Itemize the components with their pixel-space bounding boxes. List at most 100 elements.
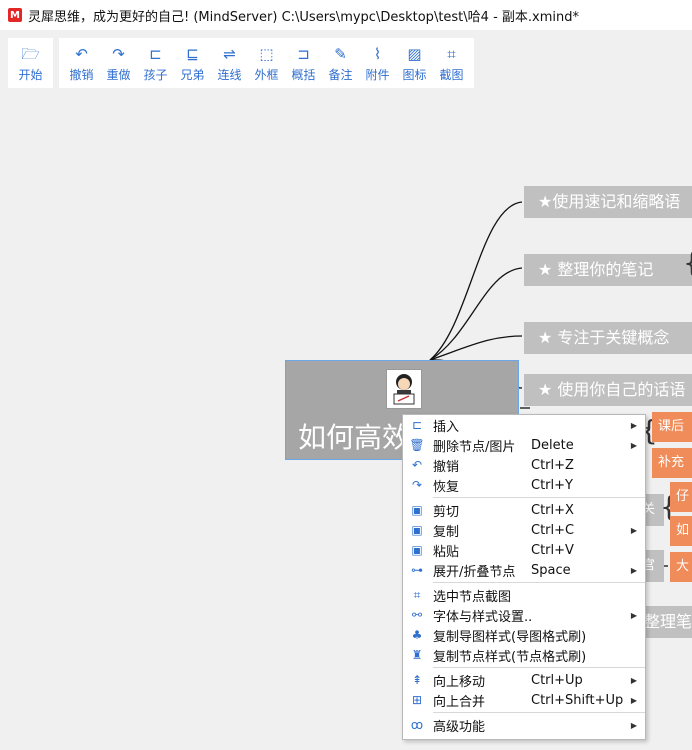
screenshot-button[interactable]: ⌗截图 bbox=[439, 44, 464, 82]
menu-item-paste[interactable]: ▣ 粘贴 Ctrl+V bbox=[403, 540, 645, 560]
menu-item-move-up[interactable]: ⇞ 向上移动 Ctrl+Up ▶ bbox=[403, 670, 645, 690]
menu-item-shortcut: Ctrl+X bbox=[531, 502, 574, 518]
menu-item-shortcut: Ctrl+V bbox=[531, 542, 574, 558]
submenu-arrow-icon: ▶ bbox=[630, 565, 637, 575]
menu-item-label: 撤销 bbox=[433, 459, 460, 475]
brace-connector: { bbox=[683, 246, 692, 279]
boundary-button[interactable]: ⬚外框 bbox=[254, 44, 279, 82]
submenu-arrow-icon: ▶ bbox=[630, 675, 637, 685]
title-bar: M 灵犀思维，成为更好的自己! (MindServer) C:\Users\my… bbox=[0, 0, 692, 30]
topic-node[interactable]: ★使用速记和缩略语 bbox=[524, 186, 692, 218]
connector-line bbox=[429, 335, 523, 361]
menu-item-screenshot[interactable]: ⌗ 选中节点截图 bbox=[403, 585, 645, 605]
menu-item-label: 粘贴 bbox=[433, 544, 460, 560]
menu-item-label: 插入 bbox=[433, 419, 460, 435]
map-format-brush-icon: ♣ bbox=[411, 628, 423, 642]
image-button[interactable]: ▨图标 bbox=[402, 44, 427, 82]
summary-button[interactable]: ⊐概括 bbox=[291, 44, 316, 82]
attachment-button[interactable]: ⌇附件 bbox=[365, 44, 390, 82]
submenu-arrow-icon: ▶ bbox=[630, 420, 637, 430]
menu-item-label: 高级功能 bbox=[433, 719, 486, 735]
advanced-icon: ꝏ bbox=[410, 718, 424, 732]
submenu-arrow-icon: ▶ bbox=[630, 720, 637, 730]
menu-separator bbox=[433, 582, 645, 583]
menu-item-shortcut: Ctrl+Z bbox=[531, 457, 574, 473]
menu-item-shortcut: Space bbox=[531, 562, 571, 578]
insert-icon: ⊏ bbox=[411, 418, 423, 432]
topic-node[interactable]: ★ 使用你自己的话语 bbox=[524, 374, 692, 406]
topic-node[interactable]: 整理笔 bbox=[640, 606, 692, 638]
submenu-arrow-icon: ▶ bbox=[630, 440, 637, 450]
folder-icon: 🗁 bbox=[21, 44, 40, 63]
child-node-icon: ⊏ bbox=[149, 44, 162, 63]
menu-item-label: 剪切 bbox=[433, 504, 460, 520]
link-button[interactable]: ⇌连线 bbox=[217, 44, 242, 82]
style-icon: ⚯ bbox=[411, 608, 423, 622]
menu-item-label: 恢复 bbox=[433, 479, 460, 495]
topic-node[interactable]: ★ 整理你的笔记 bbox=[524, 254, 692, 286]
subtopic-node[interactable]: 课后 bbox=[652, 412, 692, 442]
screenshot-icon: ⌗ bbox=[413, 587, 421, 602]
subtopic-node[interactable]: 如 bbox=[670, 516, 692, 546]
toolbar-group-edit: ↶撤销 ↷重做 ⊏孩子 ⊑兄弟 ⇌连线 ⬚外框 ⊐概括 ✎备注 ⌇附件 ▨图标 ⌗截图 bbox=[59, 38, 474, 88]
menu-item-label: 复制导图样式(导图格式刷) bbox=[433, 629, 587, 645]
attachment-icon: ⌇ bbox=[373, 44, 382, 63]
node-format-brush-icon: ♜ bbox=[411, 648, 423, 662]
sibling-node-button[interactable]: ⊑兄弟 bbox=[180, 44, 205, 82]
start-button[interactable]: 🗁 开始 bbox=[18, 44, 43, 82]
link-icon: ⇌ bbox=[223, 44, 236, 63]
submenu-arrow-icon: ▶ bbox=[630, 610, 637, 620]
subtopic-node[interactable]: 大 bbox=[670, 552, 692, 582]
window-title: 灵犀思维，成为更好的自己! (MindServer) C:\Users\mypc… bbox=[28, 9, 579, 25]
toolbar: 🗁 开始 ↶撤销 ↷重做 ⊏孩子 ⊑兄弟 ⇌连线 ⬚外框 ⊐概括 ✎备注 ⌇附件 ▨图标 ⌗截图 bbox=[8, 38, 474, 88]
menu-item-insert[interactable]: ⊏ 插入 ▶ bbox=[403, 415, 645, 435]
menu-item-style[interactable]: ⚯ 字体与样式设置.. ▶ bbox=[403, 605, 645, 625]
subtopic-node[interactable]: 仔 bbox=[670, 482, 692, 512]
screenshot-icon: ⌗ bbox=[447, 44, 456, 63]
menu-item-label: 向上移动 bbox=[433, 674, 486, 690]
toolbar-group-start: 🗁 开始 bbox=[8, 38, 53, 88]
menu-item-shortcut: Ctrl+C bbox=[531, 522, 575, 538]
menu-item-label: 复制 bbox=[433, 524, 460, 540]
image-icon: ▨ bbox=[407, 44, 422, 63]
topic-node[interactable]: ★ 专注于关键概念 bbox=[524, 322, 692, 354]
redo-icon: ↷ bbox=[411, 478, 423, 492]
menu-item-advanced[interactable]: ꝏ 高级功能 ▶ bbox=[403, 715, 645, 735]
undo-button[interactable]: ↶撤销 bbox=[69, 44, 94, 82]
menu-separator bbox=[433, 497, 645, 498]
move-up-icon: ⇞ bbox=[411, 673, 423, 687]
paste-icon: ▣ bbox=[411, 543, 423, 557]
menu-separator bbox=[433, 712, 645, 713]
menu-item-cut[interactable]: ▣ 剪切 Ctrl+X bbox=[403, 500, 645, 520]
delete-icon: 🗑 bbox=[409, 438, 425, 452]
summary-icon: ⊐ bbox=[297, 44, 310, 63]
menu-item-label: 选中节点截图 bbox=[433, 589, 512, 605]
undo-icon: ↶ bbox=[75, 44, 88, 63]
cut-icon: ▣ bbox=[411, 503, 423, 517]
note-button[interactable]: ✎备注 bbox=[328, 44, 353, 82]
menu-item-shortcut: Ctrl+Shift+Up bbox=[531, 692, 624, 708]
merge-up-icon: ⊞ bbox=[411, 693, 423, 707]
note-icon: ✎ bbox=[334, 44, 347, 63]
menu-item-label: 删除节点/图片 bbox=[433, 439, 516, 455]
submenu-arrow-icon: ▶ bbox=[630, 525, 637, 535]
child-node-button[interactable]: ⊏孩子 bbox=[143, 44, 168, 82]
connector-line bbox=[429, 201, 523, 361]
menu-item-label: 字体与样式设置.. bbox=[433, 609, 533, 625]
menu-item-node-format-brush[interactable]: ♜ 复制节点样式(节点格式刷) bbox=[403, 645, 645, 665]
menu-item-label: 展开/折叠节点 bbox=[433, 564, 516, 580]
menu-item-map-format-brush[interactable]: ♣ 复制导图样式(导图格式刷) bbox=[403, 625, 645, 645]
menu-item-shortcut: Ctrl+Up bbox=[531, 672, 583, 688]
menu-item-label: 向上合并 bbox=[433, 694, 486, 710]
redo-button[interactable]: ↷重做 bbox=[106, 44, 131, 82]
menu-item-label: 复制节点样式(节点格式刷) bbox=[433, 649, 587, 665]
menu-separator bbox=[433, 667, 645, 668]
subtopic-node[interactable]: 补充 bbox=[652, 448, 692, 478]
